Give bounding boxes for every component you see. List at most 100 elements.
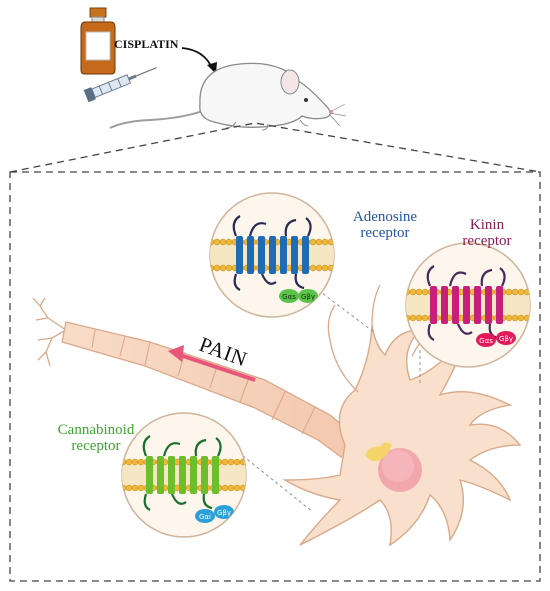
lipid-head	[505, 288, 513, 296]
cannabinoid-helix	[212, 456, 219, 494]
adenosine-label-line2: receptor	[360, 224, 410, 241]
svg-text:Gβγ: Gβγ	[499, 335, 513, 343]
svg-text:Gαi: Gαi	[199, 513, 211, 521]
adenosine-label-line1: Adenosine	[352, 209, 418, 225]
lipid-head	[517, 288, 525, 296]
cannabinoid-label-line2: receptor	[71, 437, 121, 454]
lipid-head	[536, 289, 542, 295]
lipid-head	[505, 314, 513, 322]
lipid-head	[409, 288, 417, 296]
lipid-head	[227, 484, 235, 492]
lipid-head	[321, 238, 329, 246]
g-alpha-cannabinoid	[195, 509, 215, 523]
lipid-head	[409, 314, 417, 322]
lipid-head	[221, 484, 229, 492]
kinin-helix	[463, 286, 470, 324]
lipid-head	[137, 484, 145, 492]
g-alpha-kinin	[476, 333, 496, 347]
lipid-head	[125, 484, 133, 492]
lipid-head	[398, 289, 404, 295]
svg-text:Gαs: Gαs	[479, 337, 493, 345]
lipid-head	[125, 458, 133, 466]
lipid-head	[233, 484, 241, 492]
lipid-head	[114, 485, 120, 491]
kinin-helix	[474, 286, 481, 324]
lipid-head	[415, 288, 423, 296]
lipid-head	[213, 238, 221, 246]
kinin-helix	[485, 286, 492, 324]
cisplatin-label: CISPLATIN	[114, 37, 179, 51]
lipid-head	[517, 314, 525, 322]
zoom-frame	[9, 122, 541, 582]
lipid-head	[315, 264, 323, 272]
pain-arrow	[179, 353, 256, 382]
svg-text:Gβγ: Gβγ	[301, 293, 315, 301]
svg-text:Gαs: Gαs	[282, 293, 296, 301]
lipid-head	[511, 288, 519, 296]
lipid-head	[227, 458, 235, 466]
adenosine-helix	[236, 236, 243, 274]
lipid-head	[213, 264, 221, 272]
lipid-head	[333, 264, 334, 272]
lipid-head	[321, 264, 329, 272]
adenosine-helix	[280, 236, 287, 274]
lipid-head	[225, 264, 233, 272]
kinin-helix	[496, 286, 503, 324]
cannabinoid-helix	[168, 456, 175, 494]
kinin-label-line1: Kinin	[469, 217, 505, 233]
lipid-head	[309, 264, 317, 272]
lipid-head	[529, 314, 530, 322]
g-alpha-adenosine	[279, 289, 299, 303]
mouse-icon	[109, 62, 347, 131]
cannabinoid-helix	[146, 456, 153, 494]
lipid-head	[137, 458, 145, 466]
lipid-head	[233, 458, 241, 466]
lipid-head	[202, 265, 208, 271]
adenosine-helix	[247, 236, 254, 274]
lipid-head	[245, 484, 246, 492]
adenosine-receptor-label: Adenosine receptor	[330, 209, 440, 242]
cannabinoid-helix	[190, 456, 197, 494]
lipid-head	[340, 265, 346, 271]
lipid-head	[511, 314, 519, 322]
pain-arrowhead	[168, 345, 184, 362]
lipid-head	[219, 264, 227, 272]
axon-terminal	[32, 297, 67, 367]
lipid-head	[415, 314, 423, 322]
kinin-receptor-zoom: Gαs Gβγ	[398, 242, 542, 368]
g-betagamma-cannabinoid	[214, 505, 234, 519]
lipid-head	[536, 315, 542, 321]
g-betagamma-adenosine	[298, 289, 318, 303]
lipid-head	[252, 485, 258, 491]
cannabinoid-helix	[179, 456, 186, 494]
kinin-helix	[441, 286, 448, 324]
lipid-head	[221, 458, 229, 466]
kinin-label-line2: receptor	[462, 232, 512, 249]
lipid-head	[131, 458, 139, 466]
cannabinoid-helix	[201, 456, 208, 494]
lipid-head	[202, 239, 208, 245]
neuron-soma	[282, 284, 522, 547]
cannabinoid-receptor-zoom: Gαi Gβγ	[114, 412, 258, 538]
lipid-head	[225, 238, 233, 246]
syringe-icon	[83, 67, 157, 103]
adenosine-helix	[258, 236, 265, 274]
cannabinoid-receptor-label: Cannabinoid receptor	[38, 422, 154, 455]
adenosine-helix	[302, 236, 309, 274]
svg-text:Gβγ: Gβγ	[217, 509, 231, 517]
lipid-head	[421, 314, 429, 322]
cannabinoid-helix	[157, 456, 164, 494]
kinin-receptor-label: Kinin receptor	[443, 217, 531, 250]
lipid-head	[398, 315, 404, 321]
lipid-head	[529, 288, 530, 296]
adenosine-helix	[269, 236, 276, 274]
lipid-head	[131, 484, 139, 492]
lipid-head	[114, 459, 120, 465]
kinin-helix	[452, 286, 459, 324]
lipid-head	[315, 238, 323, 246]
g-betagamma-kinin	[496, 331, 516, 345]
lipid-head	[245, 458, 246, 466]
kinin-helix	[430, 286, 437, 324]
lipid-head	[421, 288, 429, 296]
